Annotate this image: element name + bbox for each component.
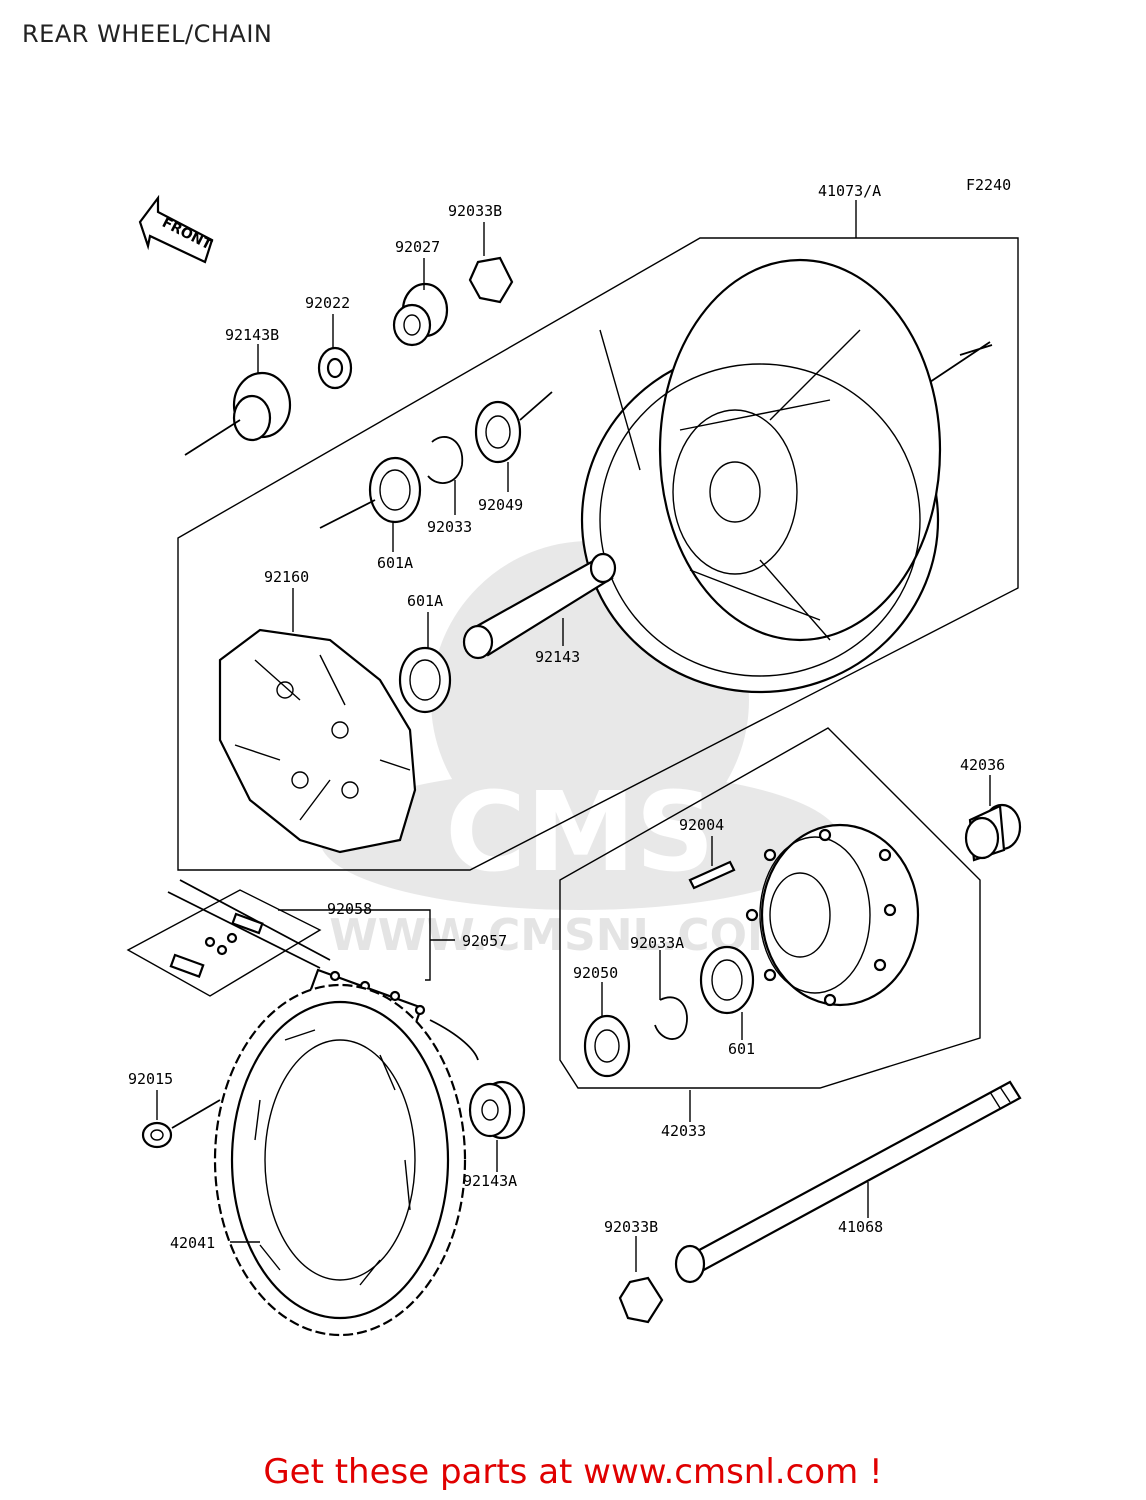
part-label-92033A: 92033A (630, 934, 684, 952)
part-label-42033: 42033 (661, 1122, 706, 1140)
oil-seal-92050 (583, 1014, 631, 1078)
wheel-assembly-frame (177, 237, 1019, 871)
nut-92027 (392, 282, 449, 347)
collar-92143A (468, 1080, 526, 1140)
watermark-brand: CMS (445, 768, 714, 896)
leader-lines (156, 200, 991, 1272)
front-arrow-icon: FRONT (138, 194, 215, 264)
page-title: REAR WHEEL/CHAIN (22, 20, 273, 48)
nut-92015 (141, 1099, 221, 1149)
circlip-92033A (654, 996, 688, 1040)
circlip-92033 (427, 436, 464, 484)
hub-frame (559, 727, 981, 1089)
part-label-41073A: 41073/A (818, 182, 881, 200)
collar-92143 (462, 552, 617, 660)
part-label-92027: 92027 (395, 238, 440, 256)
figure-code: F2240 (966, 176, 1011, 194)
part-labels: 41073/A 92033B 92027 92022 92143B 92049 … (128, 182, 1005, 1252)
stud-92004 (688, 860, 736, 890)
circlip-92033B-bottom (618, 1276, 664, 1324)
part-label-601: 601 (728, 1040, 755, 1058)
part-label-92058: 92058 (327, 900, 372, 918)
part-label-92143: 92143 (535, 648, 580, 666)
part-label-92004: 92004 (679, 816, 724, 834)
part-label-92049: 92049 (478, 496, 523, 514)
part-label-92143A: 92143A (463, 1172, 517, 1190)
bearing-601A-top (319, 456, 422, 529)
oil-seal-92049 (474, 391, 553, 464)
part-label-92015: 92015 (128, 1070, 173, 1088)
sprocket-hub-part (745, 823, 920, 1007)
axle-41068 (674, 1080, 1022, 1284)
part-label-92050: 92050 (573, 964, 618, 982)
part-label-92057: 92057 (462, 932, 507, 950)
part-label-92022: 92022 (305, 294, 350, 312)
footer-link[interactable]: Get these parts at www.cmsnl.com ! (263, 1452, 883, 1492)
part-label-92160: 92160 (264, 568, 309, 586)
part-label-42036: 42036 (960, 756, 1005, 774)
rear-wheel-part (580, 258, 993, 694)
washer-92022 (317, 346, 353, 390)
part-label-92033B-bottom: 92033B (604, 1218, 658, 1236)
part-label-92033B-top: 92033B (448, 202, 502, 220)
collar-42036 (964, 803, 1022, 862)
part-label-92143B: 92143B (225, 326, 279, 344)
part-label-92033: 92033 (427, 518, 472, 536)
circlip-92033B-top (468, 256, 514, 304)
part-label-41068: 41068 (838, 1218, 883, 1236)
sprocket-42041-part (213, 983, 467, 1337)
collar-92143B (184, 371, 292, 456)
damper-92160 (218, 628, 417, 854)
part-label-601A: 601A (407, 592, 443, 610)
bearing-601 (699, 945, 755, 1015)
part-label-42041: 42041 (170, 1234, 215, 1252)
part-label-601A-top: 601A (377, 554, 413, 572)
bearing-601A (398, 646, 452, 714)
